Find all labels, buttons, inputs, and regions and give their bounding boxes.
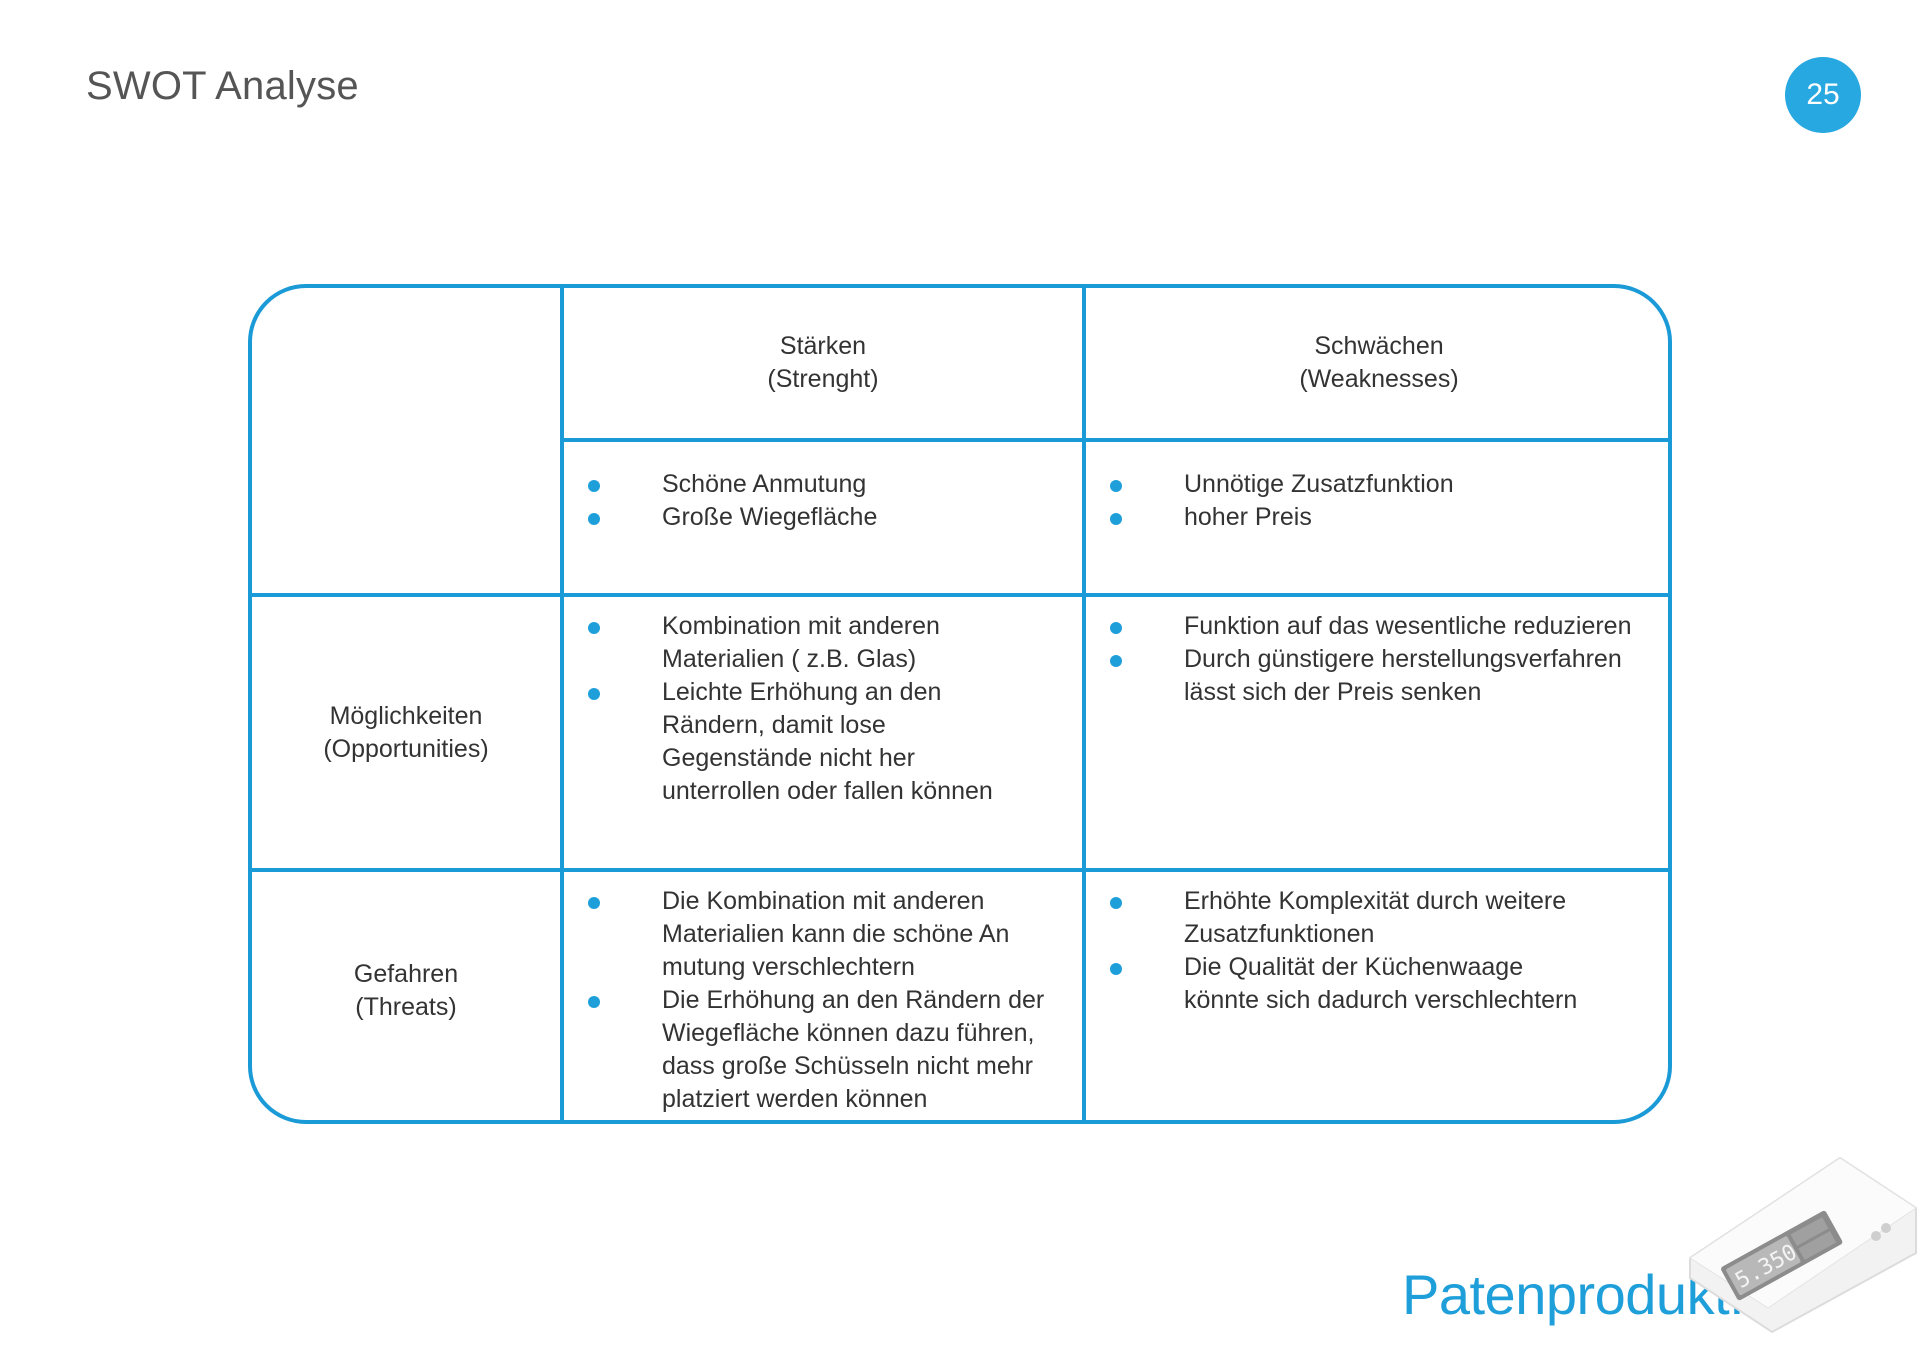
bullet-icon xyxy=(588,622,600,634)
list-item: hoher Preis xyxy=(1086,501,1662,534)
divider-row-1 xyxy=(252,593,1668,597)
list-item: Große Wiegefläche xyxy=(564,501,1074,534)
header-strengths-title: Stärken xyxy=(779,332,867,360)
bullet-icon xyxy=(1110,655,1122,667)
bullet-icon xyxy=(1110,480,1122,492)
list-item: Unnötige Zusatzfunktion xyxy=(1086,468,1662,501)
bullet-icon xyxy=(588,996,600,1008)
list-item: Die Qualität der Küchenwaage könnte sich… xyxy=(1086,951,1586,1017)
scale-display-mode xyxy=(1798,1231,1837,1260)
row-label-threats: Gefahren (Threats) xyxy=(252,872,560,1120)
scale-button-icon xyxy=(1871,1231,1881,1241)
header-weaknesses-title: Schwächen xyxy=(1314,332,1444,360)
divider-row-2 xyxy=(252,868,1668,872)
list-item: Schöne Anmutung xyxy=(564,468,1074,501)
cell-strengths-row-1: Schöne Anmutung Große Wiegefläche xyxy=(564,468,1074,534)
list-item: Die Erhöhung an den Rändern der Wiegeflä… xyxy=(564,984,1064,1116)
bullet-icon xyxy=(588,480,600,492)
header-strengths: Stärken (Strenght) xyxy=(564,288,1082,438)
cell-weaknesses-row-1: Unnötige Zusatzfunktion hoher Preis xyxy=(1086,468,1662,534)
bullet-icon xyxy=(1110,897,1122,909)
scale-display: 5.350 xyxy=(1721,1210,1843,1301)
page-title: SWOT Analyse xyxy=(86,64,359,108)
scale-display-unit xyxy=(1790,1217,1829,1246)
brand-logo-text: Patenprodukt. xyxy=(1402,1263,1745,1326)
list-item: Die Kombination mit anderen Materialien … xyxy=(564,885,1064,984)
divider-header xyxy=(560,438,1668,442)
kitchen-scale-image: 5.350 xyxy=(1689,1156,1917,1334)
row-label-opportunities: Möglichkeiten (Opportunities) xyxy=(252,597,560,868)
cell-weaknesses-threats: Erhöhte Komplexität durch weitere Zusatz… xyxy=(1086,885,1586,1017)
scale-button-icon xyxy=(1881,1223,1891,1233)
swot-table: Stärken (Strenght) Schwächen (Weaknesses… xyxy=(248,284,1672,1124)
row-label-opportunities-title: Möglichkeiten xyxy=(329,701,483,730)
header-weaknesses: Schwächen (Weaknesses) xyxy=(1086,288,1668,438)
list-item: Leichte Erhöhung an den Rändern, damit l… xyxy=(564,676,1030,808)
bullet-icon xyxy=(588,897,600,909)
list-item: Funktion auf das wesentliche reduzieren xyxy=(1086,610,1664,643)
divider-vertical-1 xyxy=(560,288,564,1120)
bullet-icon xyxy=(588,688,600,700)
header-weaknesses-subtitle: (Weaknesses) xyxy=(1299,365,1459,393)
list-item: Erhöhte Komplexität durch weitere Zusatz… xyxy=(1086,885,1586,951)
bullet-icon xyxy=(588,513,600,525)
bullet-icon xyxy=(1110,622,1122,634)
scale-display-screen xyxy=(1726,1236,1801,1296)
row-label-threats-subtitle: (Threats) xyxy=(355,993,457,1021)
list-item: Kombination mit anderen Materialien ( z.… xyxy=(564,610,1030,676)
page-number-badge: 25 xyxy=(1785,57,1861,133)
row-label-threats-title: Gefahren xyxy=(353,960,459,988)
header-strengths-subtitle: (Strenght) xyxy=(767,365,879,393)
row-label-opportunities-subtitle: (Opportunities) xyxy=(323,734,489,763)
list-item: Durch günstigere herstellungsverfahren l… xyxy=(1086,643,1664,709)
cell-strengths-opportunities: Kombination mit anderen Materialien ( z.… xyxy=(564,610,1030,808)
cell-strengths-threats: Die Kombination mit anderen Materialien … xyxy=(564,885,1064,1116)
row-label-1 xyxy=(252,442,560,593)
divider-vertical-2 xyxy=(1082,288,1086,1120)
cell-weaknesses-opportunities: Funktion auf das wesentliche reduzieren … xyxy=(1086,610,1664,709)
bullet-icon xyxy=(1110,963,1122,975)
bullet-icon xyxy=(1110,513,1122,525)
